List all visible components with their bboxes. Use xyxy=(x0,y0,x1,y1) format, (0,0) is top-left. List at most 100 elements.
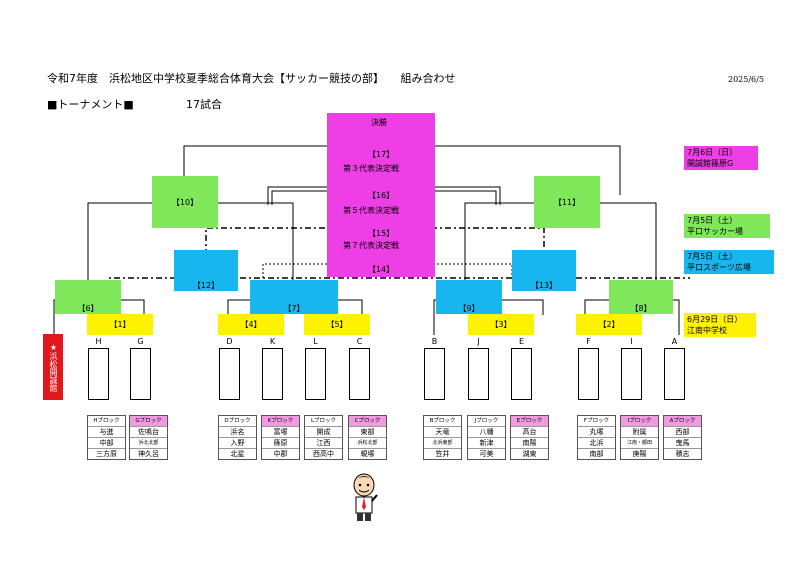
team-name: 笠井 xyxy=(435,450,450,458)
seventh-place-label: 第７代表決定戦 xyxy=(343,241,399,250)
team-name: 曳馬 xyxy=(664,438,701,449)
team-name: 丸塚 xyxy=(578,427,615,438)
block-table: Jブロック八幡新津可美 xyxy=(467,415,506,460)
slot-box xyxy=(88,348,109,400)
team-name: 南陽 xyxy=(511,438,548,449)
slot-box xyxy=(578,348,599,400)
page-title: 令和7年度 浜松地区中学校夏季総合体育大会【サッカー競技の部】 組み合わせ xyxy=(47,72,456,85)
team-name: 庚陽 xyxy=(632,450,647,458)
team-name: 浜名 xyxy=(219,427,256,438)
team-name: 北浜 xyxy=(578,438,615,449)
block-table: Bブロック天竜北浜東部笠井 xyxy=(423,415,462,460)
block-table: Aブロック西部曳馬積志 xyxy=(663,415,702,460)
match-13: 【13】 xyxy=(512,250,576,291)
match-10: 【10】 xyxy=(152,176,218,228)
team-name: 湖東 xyxy=(522,450,537,458)
slot-label: L xyxy=(313,337,318,346)
match-2: 【2】 xyxy=(576,314,642,335)
venue-legend-1: 7月6日（日） 開誠館篠原G xyxy=(684,146,758,170)
venue-3-place: 平口スポーツ広場 xyxy=(687,263,751,272)
match-1: 【1】 xyxy=(87,314,153,335)
team-name: 神久呂 xyxy=(138,450,159,458)
block-header: Gブロック xyxy=(130,416,167,427)
block-table: Fブロック丸塚北浜南部 xyxy=(577,415,616,460)
slot-box xyxy=(468,348,489,400)
venue-1-place: 開誠館篠原G xyxy=(687,159,734,168)
slot-label: K xyxy=(269,337,276,346)
venue-legend-4: 6月29日（日） 江南中学校 xyxy=(684,313,756,337)
team-name: 北星 xyxy=(230,450,245,458)
team-name: 与進 xyxy=(88,427,125,438)
final-label: 決勝 xyxy=(371,118,387,127)
team-name: 江南・都田 xyxy=(621,438,658,449)
match-count: 17試合 xyxy=(186,98,222,111)
slot-label: E xyxy=(518,337,525,346)
third-place-label: 第３代表決定戦 xyxy=(343,164,399,173)
match-11: 【11】 xyxy=(534,176,600,228)
final-block xyxy=(327,113,435,277)
issue-date: 2025/6/5 xyxy=(728,75,764,84)
slot-box xyxy=(664,348,685,400)
block-header: Bブロック xyxy=(424,416,461,427)
team-name: 南部 xyxy=(589,450,604,458)
slot-label: J xyxy=(477,337,480,346)
team-name: 中郡 xyxy=(273,450,288,458)
team-name: 附属 xyxy=(621,427,658,438)
team-name: 西部 xyxy=(664,427,701,438)
slot-box xyxy=(262,348,283,400)
team-name: 西高中 xyxy=(313,450,334,458)
slot-box xyxy=(621,348,642,400)
slot-label: H xyxy=(95,337,102,346)
slot-box xyxy=(219,348,240,400)
match-15-label: 【15】 xyxy=(368,229,395,238)
block-header: Jブロック xyxy=(468,416,505,427)
team-name: 天竜 xyxy=(424,427,461,438)
match-6: 【6】 xyxy=(55,280,121,314)
match-4: 【4】 xyxy=(218,314,284,335)
slot-label: B xyxy=(431,337,438,346)
team-name: 東部 xyxy=(349,427,386,438)
slot-box xyxy=(424,348,445,400)
block-header: Cブロック xyxy=(349,416,386,427)
slot-label: I xyxy=(630,337,633,346)
block-table: Gブロック佐鳴台浜北北部神久呂 xyxy=(129,415,168,460)
match-8: 【8】 xyxy=(609,280,673,314)
block-header: Aブロック xyxy=(664,416,701,427)
match-9: 【9】 xyxy=(436,280,502,314)
team-name: 江西 xyxy=(305,438,342,449)
match-16-label: 【16】 xyxy=(368,191,395,200)
slot-box xyxy=(349,348,370,400)
fifth-place-label: 第５代表決定戦 xyxy=(343,206,399,215)
venue-4-place: 江南中学校 xyxy=(687,326,727,335)
slot-label: D xyxy=(226,337,233,346)
slot-box xyxy=(511,348,532,400)
team-name: 蜆塚 xyxy=(360,450,375,458)
block-table: Eブロック高台南陽湖東 xyxy=(510,415,549,460)
match-14-label: 【14】 xyxy=(368,265,395,274)
slot-label: A xyxy=(671,337,678,346)
block-header: Dブロック xyxy=(219,416,256,427)
block-table: Cブロック東部浜松北部蜆塚 xyxy=(348,415,387,460)
block-header: Iブロック xyxy=(621,416,658,427)
block-table: Iブロック附属江南・都田庚陽 xyxy=(620,415,659,460)
venue-legend-3: 7月5日（土） 平口スポーツ広場 xyxy=(684,250,774,274)
team-name: 篠原 xyxy=(262,438,299,449)
slot-label: C xyxy=(356,337,363,346)
venue-legend-2: 7月5日（土） 平口サッカー場 xyxy=(684,214,770,238)
slot-label: F xyxy=(586,337,591,346)
block-header: Eブロック xyxy=(511,416,548,427)
match-7: 【7】 xyxy=(250,280,338,314)
slot-box xyxy=(305,348,326,400)
section-title: ■トーナメント■ xyxy=(47,98,134,111)
slot-box xyxy=(130,348,151,400)
team-name: 浜松北部 xyxy=(349,438,386,449)
mascot-illustration xyxy=(353,473,378,521)
team-name: 三方原 xyxy=(96,450,117,458)
team-name: 積志 xyxy=(675,450,690,458)
venue-1-date: 7月6日（日） xyxy=(687,148,738,157)
team-name: 北浜東部 xyxy=(424,438,461,449)
venue-2-date: 7月5日（土） xyxy=(687,216,738,225)
team-name: 佐鳴台 xyxy=(130,427,167,438)
block-table: Hブロック与進中部三方原 xyxy=(87,415,126,460)
team-name: 高台 xyxy=(511,427,548,438)
